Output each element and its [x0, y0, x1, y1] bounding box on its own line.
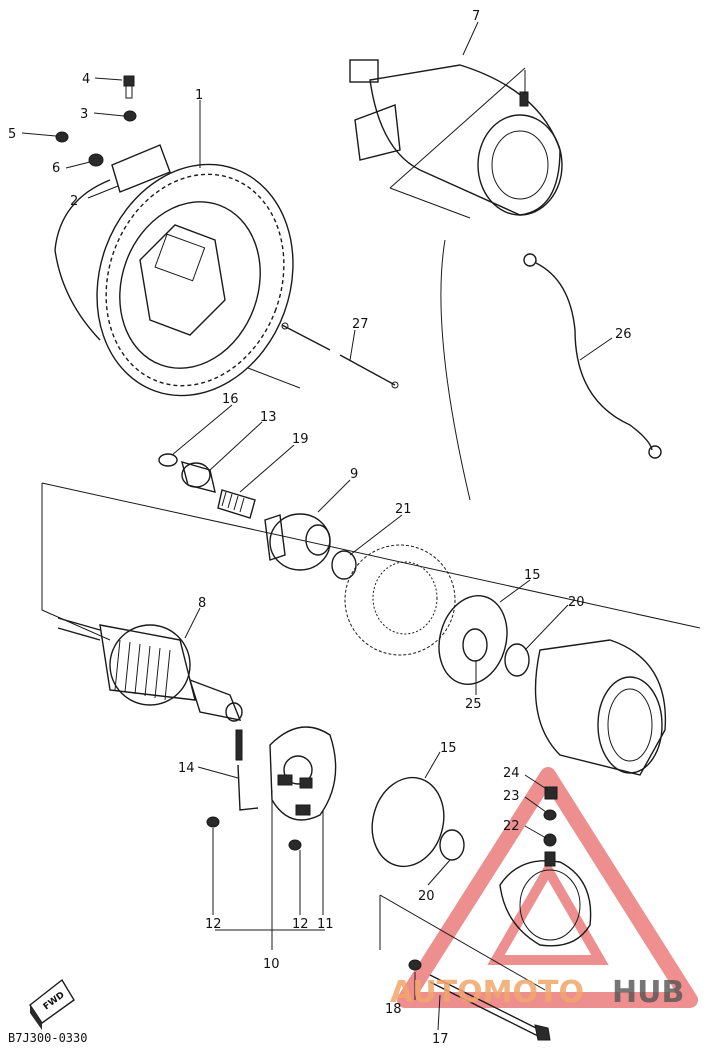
callout-20-lower: 20 — [418, 889, 435, 904]
callout-1: 1 — [195, 88, 203, 103]
callout-12-right: 12 — [292, 917, 309, 932]
o-ring-lower — [371, 776, 465, 868]
bracket-assembly — [55, 75, 171, 193]
starter-motor-assembly — [349, 59, 563, 216]
callout-3: 3 — [80, 107, 88, 122]
callout-7: 7 — [472, 9, 480, 24]
through-bolt — [408, 959, 551, 1041]
callout-labels: 1 2 3 4 5 6 7 8 9 10 11 12 12 13 14 15 1… — [8, 9, 632, 1047]
callout-19: 19 — [292, 432, 309, 447]
brush-plate — [206, 726, 337, 851]
callout-22: 22 — [503, 819, 520, 834]
o-ring-upper — [438, 595, 530, 685]
callout-17: 17 — [432, 1032, 449, 1047]
clutch-stack — [158, 453, 357, 580]
callout-11: 11 — [317, 917, 334, 932]
callout-12-left: 12 — [205, 917, 222, 932]
callout-10: 10 — [263, 957, 280, 972]
callout-16: 16 — [222, 392, 239, 407]
rear-cover — [499, 786, 592, 947]
armature — [57, 617, 243, 722]
watermark-triangle — [397, 767, 698, 1008]
callout-20-upper: 20 — [568, 595, 585, 610]
callout-6: 6 — [52, 161, 60, 176]
fwd-arrow-icon: FWD — [29, 978, 75, 1030]
callout-13: 13 — [260, 410, 277, 425]
callout-26: 26 — [615, 327, 632, 342]
callout-2: 2 — [70, 194, 78, 209]
callout-15-upper: 15 — [524, 568, 541, 583]
callout-9: 9 — [350, 467, 358, 482]
watermark-part1: AUTOMOTO — [390, 975, 584, 1010]
callout-5: 5 — [8, 127, 16, 142]
flywheel-ring-gear — [54, 163, 294, 397]
callout-25: 25 — [465, 697, 482, 712]
callout-4: 4 — [82, 72, 90, 87]
yoke — [534, 639, 667, 776]
callout-23: 23 — [503, 789, 520, 804]
callout-24: 24 — [503, 766, 520, 781]
callout-27: 27 — [352, 317, 369, 332]
drawing-code: B7J300-0330 — [8, 1031, 87, 1045]
callout-18: 18 — [385, 1002, 402, 1017]
assembly-boundary — [41, 67, 701, 991]
rod — [281, 322, 399, 389]
watermark-text: AUTOMOTO HUB — [390, 975, 684, 1010]
front-housing — [344, 544, 456, 656]
watermark-part2: HUB — [612, 975, 684, 1010]
leader-lines — [21, 21, 613, 1031]
callout-21: 21 — [395, 502, 412, 517]
lead-wire — [523, 253, 662, 459]
callout-8: 8 — [198, 596, 206, 611]
callout-14: 14 — [178, 761, 195, 776]
callout-15-lower: 15 — [440, 741, 457, 756]
